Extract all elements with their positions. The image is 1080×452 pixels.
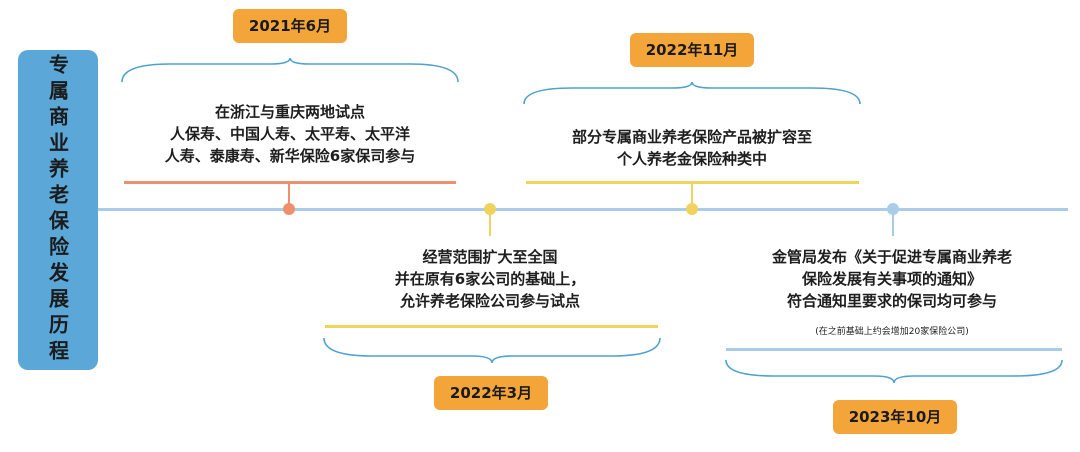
event-1-line-1: 在浙江与重庆两地试点 <box>214 103 365 121</box>
event-4-bar <box>726 348 1062 351</box>
event-4-description: 金管局发布《关于促进专属商业养老 保险发展有关事项的通知》 符合通知里要求的保司… <box>722 246 1062 312</box>
event-2-description: 经营范围扩大至全国 并在原有6家公司的基础上， 允许养老保险公司参与试点 <box>320 246 660 312</box>
event-3-description: 部分专属商业养老保险产品被扩容至 个人养老金保险种类中 <box>522 126 862 170</box>
event-4-line-1: 金管局发布《关于促进专属商业养老 <box>771 248 1012 266</box>
timeline-axis <box>98 208 1068 211</box>
event-3-line-2: 个人养老金保险种类中 <box>616 150 767 168</box>
event-3-line-1: 部分专属商业养老保险产品被扩容至 <box>571 128 812 146</box>
event-2-stem <box>489 214 491 236</box>
event-2-bar <box>325 325 658 328</box>
event-3-dot <box>686 203 698 215</box>
event-2-dot <box>484 203 496 215</box>
event-1-date: 2021年6月 <box>233 9 347 43</box>
event-2-line-2: 并在原有6家公司的基础上， <box>394 270 586 288</box>
event-1-line-3: 人寿、泰康寿、新华保险6家保司参与 <box>164 147 416 165</box>
event-1-stem <box>288 184 290 208</box>
event-1-line-2: 人保寿、中国人寿、太平寿、太平洋 <box>169 125 410 143</box>
event-3-bar <box>526 181 859 184</box>
event-4-date: 2023年10月 <box>833 400 957 434</box>
event-1-brace <box>121 57 459 83</box>
event-3-stem <box>691 184 693 208</box>
event-4-line-3: 符合通知里要求的保司均可参与 <box>786 292 997 310</box>
event-1-description: 在浙江与重庆两地试点 人保寿、中国人寿、太平寿、太平洋 人寿、泰康寿、新华保险6… <box>120 101 460 167</box>
page-title: 专属商业养老保险发展历程 <box>18 50 98 370</box>
event-4-note: (在之前基础上约会增加20家保险公司) <box>815 327 969 337</box>
event-3-date: 2022年11月 <box>630 33 754 67</box>
event-1-dot <box>283 203 295 215</box>
event-3-brace <box>523 81 861 105</box>
event-2-line-3: 允许养老保险公司参与试点 <box>399 292 580 310</box>
event-2-date: 2022年3月 <box>434 376 548 410</box>
event-1-bar <box>124 181 456 184</box>
event-4-brace <box>725 359 1063 384</box>
event-4-line-2: 保险发展有关事项的通知》 <box>801 270 982 288</box>
event-2-line-1: 经营范围扩大至全国 <box>422 248 558 266</box>
event-4-stem <box>892 214 894 236</box>
event-2-brace <box>323 337 661 364</box>
event-4-dot <box>887 203 899 215</box>
